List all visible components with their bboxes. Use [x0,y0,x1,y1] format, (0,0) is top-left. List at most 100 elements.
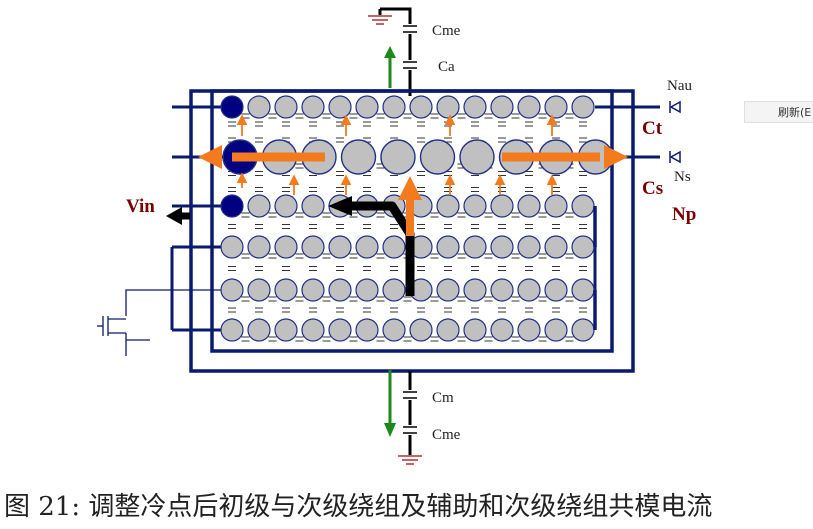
primary-turn [571,235,595,259]
capacitor-icon [268,296,277,302]
capacitor-icon [241,253,250,259]
capacitor-icon [390,224,398,229]
capacitor-icon [511,336,520,342]
green-arrow-down [384,370,396,437]
capacitor-icon [484,296,493,302]
diode-ns-icon [669,150,681,164]
capacitor-icon [579,137,587,143]
capacitor-icon [268,253,277,259]
auxiliary-turn [463,95,487,119]
primary-turn [517,235,541,259]
primary-turn [490,235,514,259]
capacitor-icon [309,266,317,271]
capacitor-icon [322,296,331,302]
primary-turn [544,194,568,218]
capacitor-icon [511,212,520,218]
capacitor-ca-icon [403,60,417,70]
primary-turn [328,235,352,259]
capacitor-icon [363,307,371,313]
primary-turn [544,318,568,342]
capacitor-icon [471,266,479,271]
primary-turn [247,278,271,302]
primary-turn [274,318,298,342]
capacitor-icon [336,137,344,143]
capacitor-icon [498,171,506,176]
primary-turn [328,318,352,342]
primary-turn [517,194,541,218]
small-orange-current-arrows [236,114,558,195]
primary-turn [490,278,514,302]
capacitor-icon [390,307,398,313]
primary-turn [301,278,325,302]
capacitor-icon [430,113,439,119]
label-cme-top: Cme [432,23,461,39]
capacitor-icon [255,121,263,127]
capacitor-icon [349,296,358,302]
capacitor-icon [430,336,439,342]
orange-current-arrow-vertical [398,176,422,236]
top-ground-branch [378,7,412,96]
capacitor-icon [322,113,331,119]
auxiliary-turn [490,95,514,119]
auxiliary-turn [355,95,379,119]
capacitor-icon [282,187,290,192]
capacitor-icon [579,307,587,313]
capacitor-icon [471,187,479,192]
capacitor-icon [228,224,236,229]
capacitor-icon [295,253,304,259]
primary-turn [301,235,325,259]
capacitor-icon [268,212,277,218]
label-vin: Vin [126,196,155,217]
capacitor-icon [228,266,236,271]
primary-turn [463,194,487,218]
capacitor-icon [511,296,520,302]
capacitor-icon [349,253,358,259]
inner-bobbin-frame [210,89,614,353]
primary-turn [274,194,298,218]
capacitor-cm-icon [403,390,417,400]
capacitor-icon [376,296,385,302]
primary-turn [301,318,325,342]
primary-turn [409,318,433,342]
winding-turns [220,95,614,342]
capacitor-icon [336,187,344,192]
capacitor-icon [579,266,587,271]
primary-turn [328,278,352,302]
capacitor-icon [579,187,587,192]
capacitor-icon [484,212,493,218]
figure-caption: 图 21: 调整冷点后初级与次级绕组及辅助和次级绕组共模电流 [4,492,713,522]
label-nau: Nau [667,78,692,94]
capacitor-icon [525,137,533,143]
capacitor-icon [538,212,547,218]
capacitor-icon [295,212,304,218]
capacitor-icon [552,187,560,192]
black-current-path [328,196,415,296]
capacitor-icon [295,113,304,119]
capacitor-icon [457,113,466,119]
auxiliary-turn [517,95,541,119]
capacitor-icon [417,137,425,143]
capacitor-icon [430,296,439,302]
primary-turn [247,194,271,218]
capacitor-icon [390,266,398,271]
orange-current-arrow-horizontal [198,145,628,169]
capacitor-icon [255,266,263,271]
primary-turn [463,278,487,302]
primary-turn [436,318,460,342]
primary-turn [247,235,271,259]
primary-turn [463,318,487,342]
context-menu-refresh-item[interactable]: 刷新(E [744,101,813,123]
capacitor-icon [282,224,290,229]
capacitor-icon [484,253,493,259]
capacitor-icon [336,171,344,176]
capacitor-icon [255,137,263,143]
capacitor-icon [538,113,547,119]
capacitor-icon [268,336,277,342]
label-np: Np [672,204,696,225]
capacitor-icon [457,336,466,342]
primary-turn [490,194,514,218]
capacitor-icon [309,187,317,192]
capacitor-icon [282,307,290,313]
capacitor-icon [444,224,452,229]
